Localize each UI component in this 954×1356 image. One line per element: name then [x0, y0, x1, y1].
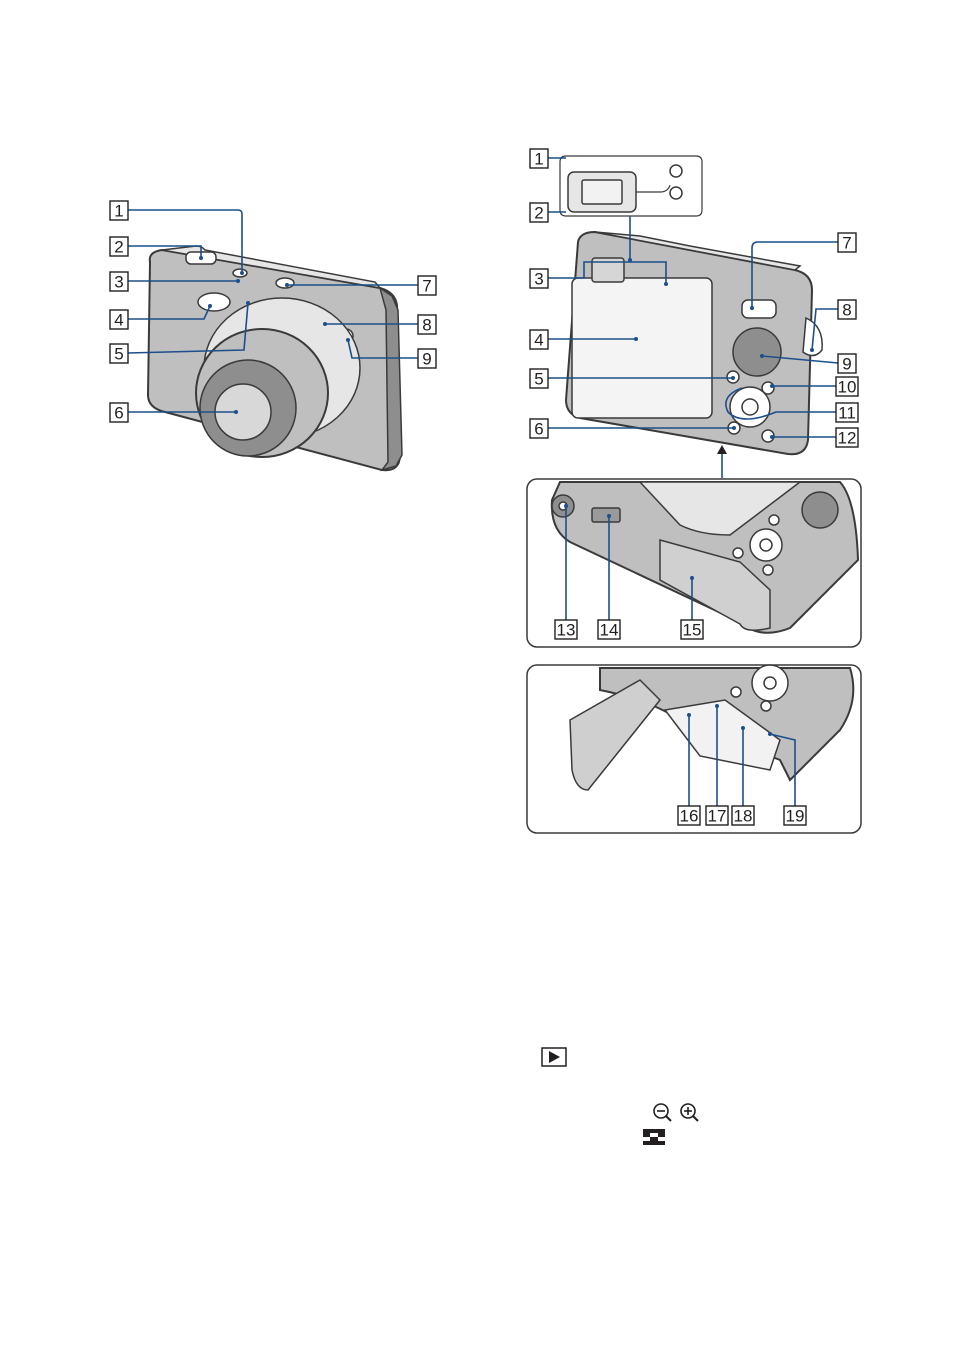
front-callout-1: 1	[110, 201, 128, 221]
front-callout-2: 2	[110, 237, 128, 257]
front-view-illustration: 1 2 3 4 5 6 7 8 9	[110, 201, 436, 470]
mode-dial-shape	[733, 328, 781, 376]
rear-callout-6: 6	[530, 419, 548, 439]
rear-callout-4: 4	[530, 330, 548, 350]
rear-callout-8: 8	[838, 300, 856, 320]
front-callout-8: 8	[418, 315, 436, 335]
svg-text:1: 1	[114, 202, 123, 221]
svg-text:15: 15	[683, 621, 702, 640]
svg-text:4: 4	[114, 311, 123, 330]
bottom-view-panel: 13 14 15	[527, 479, 861, 647]
bottom-callout-14: 14	[598, 620, 620, 640]
svg-text:16: 16	[680, 807, 699, 826]
multi-connector-shape	[592, 508, 620, 522]
rear-callout-11: 11	[836, 403, 858, 423]
rear-callout-5: 5	[530, 369, 548, 389]
playback-icon	[542, 1048, 566, 1066]
rear-callout-3: 3	[530, 269, 548, 289]
svg-text:19: 19	[786, 807, 805, 826]
svg-text:14: 14	[600, 621, 619, 640]
svg-text:8: 8	[422, 316, 431, 335]
rear-callout-10: 10	[836, 377, 858, 397]
svg-text:10: 10	[838, 378, 857, 397]
index-icon	[643, 1129, 665, 1145]
svg-text:13: 13	[557, 621, 576, 640]
svg-text:5: 5	[534, 370, 543, 389]
rear-callout-7: 7	[838, 233, 856, 253]
battery-callout-17: 17	[706, 806, 728, 826]
svg-text:11: 11	[838, 404, 856, 423]
lcd-screen-shape	[572, 278, 712, 418]
rear-callout-2: 2	[530, 203, 548, 223]
battery-callouts: 16 17 18 19	[678, 806, 806, 826]
svg-text:8: 8	[842, 301, 851, 320]
svg-text:3: 3	[534, 270, 543, 289]
svg-text:17: 17	[708, 807, 727, 826]
svg-text:2: 2	[534, 204, 543, 223]
rear-callout-1: 1	[530, 149, 548, 169]
svg-text:7: 7	[422, 277, 431, 296]
svg-text:5: 5	[114, 345, 123, 364]
svg-text:9: 9	[842, 355, 851, 374]
zoom-in-icon	[681, 1104, 698, 1121]
rear-view-illustration: 1 2 3 4 5 6 7 8 9 10 11 12	[530, 149, 858, 478]
svg-text:1: 1	[534, 150, 543, 169]
zoom-out-icon	[654, 1104, 671, 1121]
rear-callout-9: 9	[838, 354, 856, 374]
bottom-callout-15: 15	[681, 620, 703, 640]
rear-viewfinder-inset	[560, 156, 702, 216]
svg-text:6: 6	[534, 420, 543, 439]
svg-text:7: 7	[842, 234, 851, 253]
bottom-callout-13: 13	[555, 620, 577, 640]
svg-text:12: 12	[838, 429, 857, 448]
battery-compartment-panel: 16 17 18 19	[527, 665, 861, 833]
svg-text:18: 18	[734, 807, 753, 826]
battery-callout-19: 19	[784, 806, 806, 826]
flash-shape	[198, 293, 230, 311]
svg-text:6: 6	[114, 404, 123, 423]
battery-callout-18: 18	[732, 806, 754, 826]
mode-switch-shape	[742, 300, 776, 318]
battery-callout-16: 16	[678, 806, 700, 826]
front-callout-5: 5	[110, 344, 128, 364]
front-callout-4: 4	[110, 310, 128, 330]
rear-callout-12: 12	[836, 428, 858, 448]
svg-text:3: 3	[114, 273, 123, 292]
front-callout-3: 3	[110, 272, 128, 292]
rear-camera-body	[566, 232, 822, 454]
svg-text:4: 4	[534, 331, 543, 350]
front-callout-6: 6	[110, 403, 128, 423]
front-callout-9: 9	[418, 349, 436, 369]
svg-text:2: 2	[114, 238, 123, 257]
svg-text:9: 9	[422, 350, 431, 369]
front-callout-7: 7	[418, 276, 436, 296]
